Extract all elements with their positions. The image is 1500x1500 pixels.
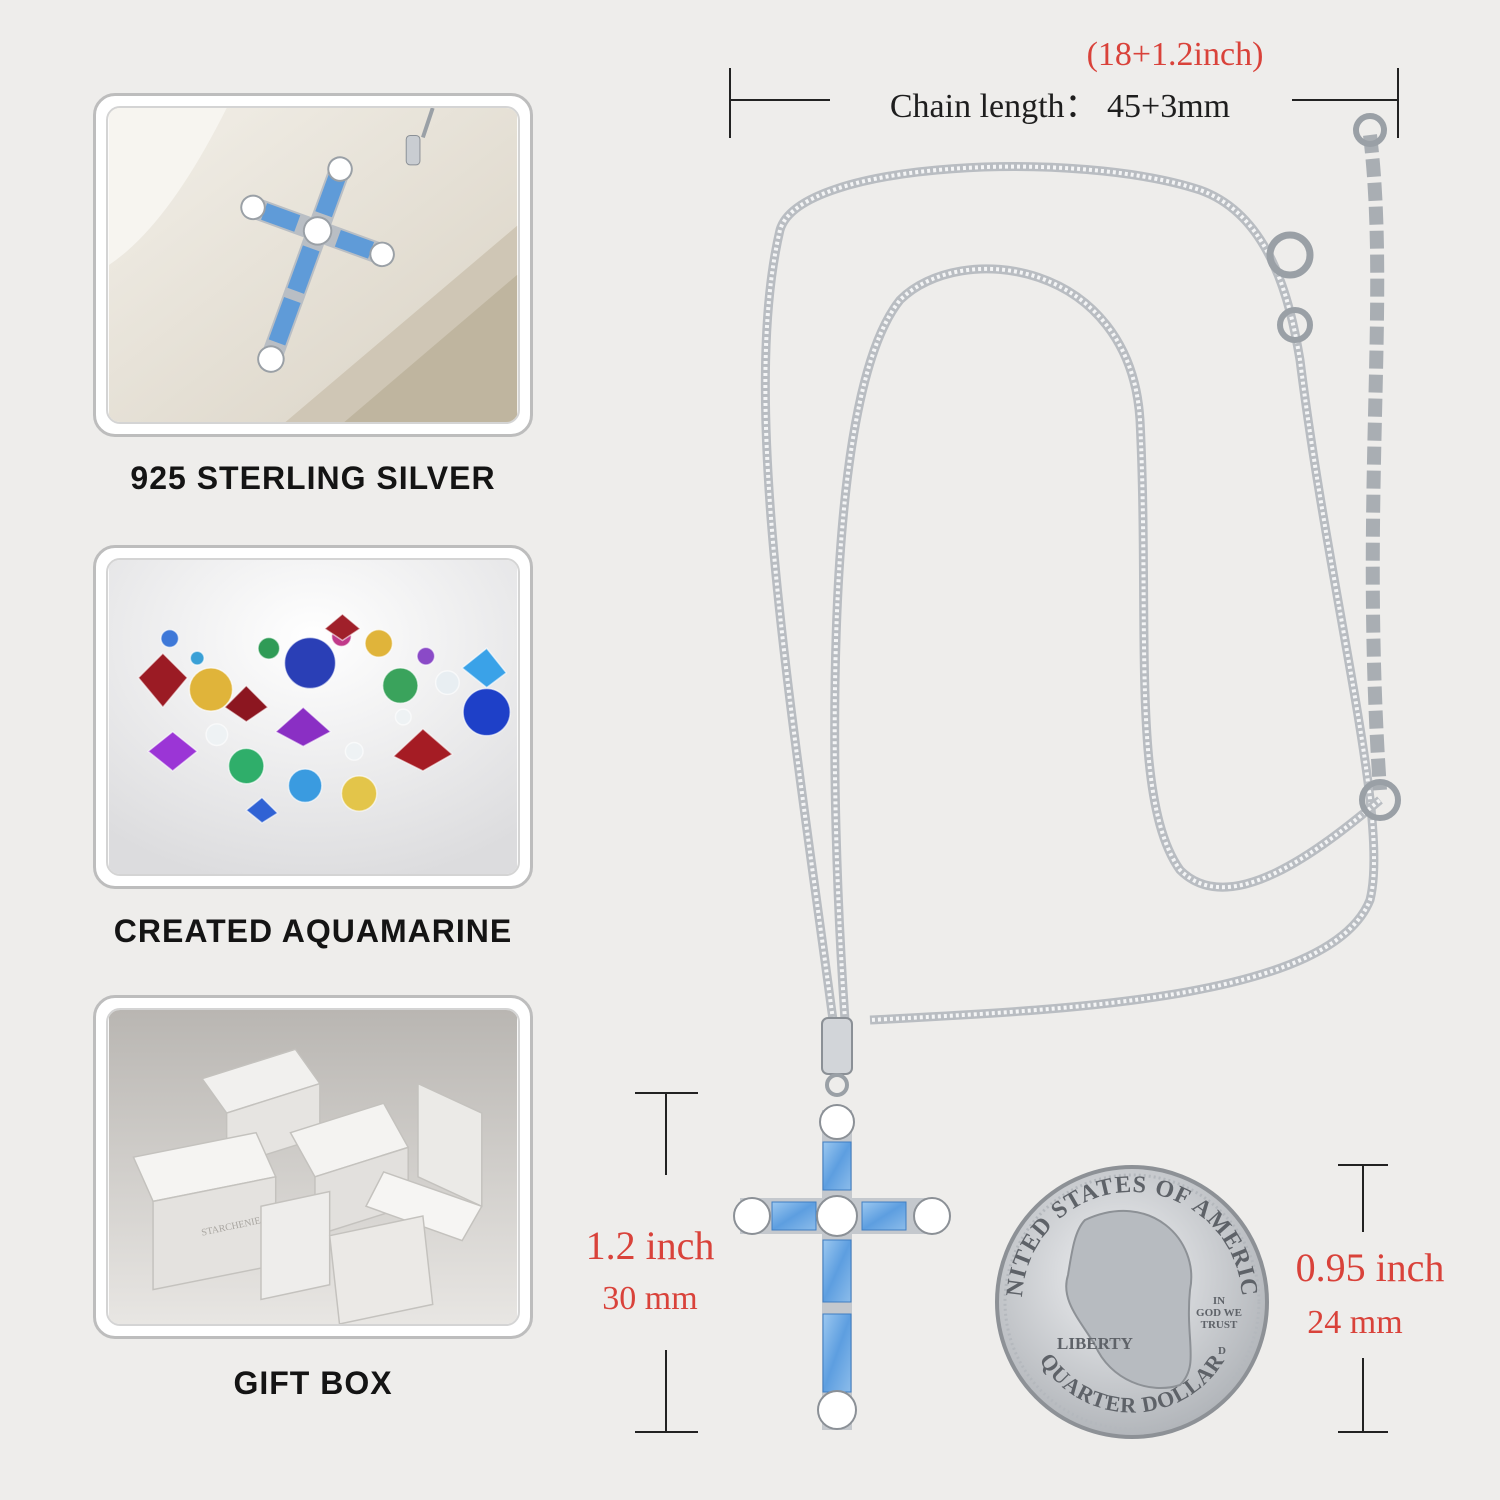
coin-liberty: LIBERTY: [1057, 1334, 1133, 1353]
coin-size-mm: 24 mm: [1307, 1304, 1403, 1341]
feature-caption-silver: 925 STERLING SILVER: [130, 460, 496, 496]
coin-motto-1: IN: [1213, 1295, 1225, 1307]
jewelry-gift-boxes-image: STARCHENIE: [108, 1010, 518, 1324]
feature-caption-aquamarine: CREATED AQUAMARINE: [113, 913, 513, 949]
coin-motto-3: TRUST: [1201, 1319, 1238, 1331]
necklace-product-illustration: UNITED STATES OF AMERICA QUARTER DOLLAR …: [560, 0, 1401, 1439]
coin-motto-2: GOD WE: [1196, 1307, 1242, 1319]
pendant-size-inch: 1.2 inch: [585, 1223, 715, 1268]
coin-size-inch: 0.95 inch: [1295, 1245, 1445, 1290]
chain-length-label: Chain length： 45+3mm: [889, 88, 1231, 125]
coin-portrait: [1065, 1209, 1193, 1390]
feature-panel-silver: [93, 93, 533, 437]
chain-inner-strand: [830, 264, 1383, 1021]
coin-measure: [1338, 1164, 1388, 1433]
cross-pendant-closeup-image: [108, 108, 518, 422]
chain-length-inch: (18+1.2inch): [1086, 36, 1264, 73]
spring-ring-clasp: [1266, 231, 1314, 279]
chain-outer-strand: [760, 162, 1379, 1025]
cross-pendant: [733, 1104, 951, 1430]
pendant-size-mm: 30 mm: [602, 1280, 698, 1317]
coin-mint-mark: D: [1218, 1345, 1226, 1357]
feature-panel-aquamarine: [93, 545, 533, 889]
colored-gemstones-image: [108, 560, 518, 874]
feature-panel-gift-box: STARCHENIE: [93, 995, 533, 1339]
pendant-bail: [821, 1017, 853, 1075]
extender-chain: [1363, 134, 1387, 791]
feature-caption-gift-box: GIFT BOX: [233, 1365, 393, 1401]
pendant-measure: [635, 1092, 698, 1433]
